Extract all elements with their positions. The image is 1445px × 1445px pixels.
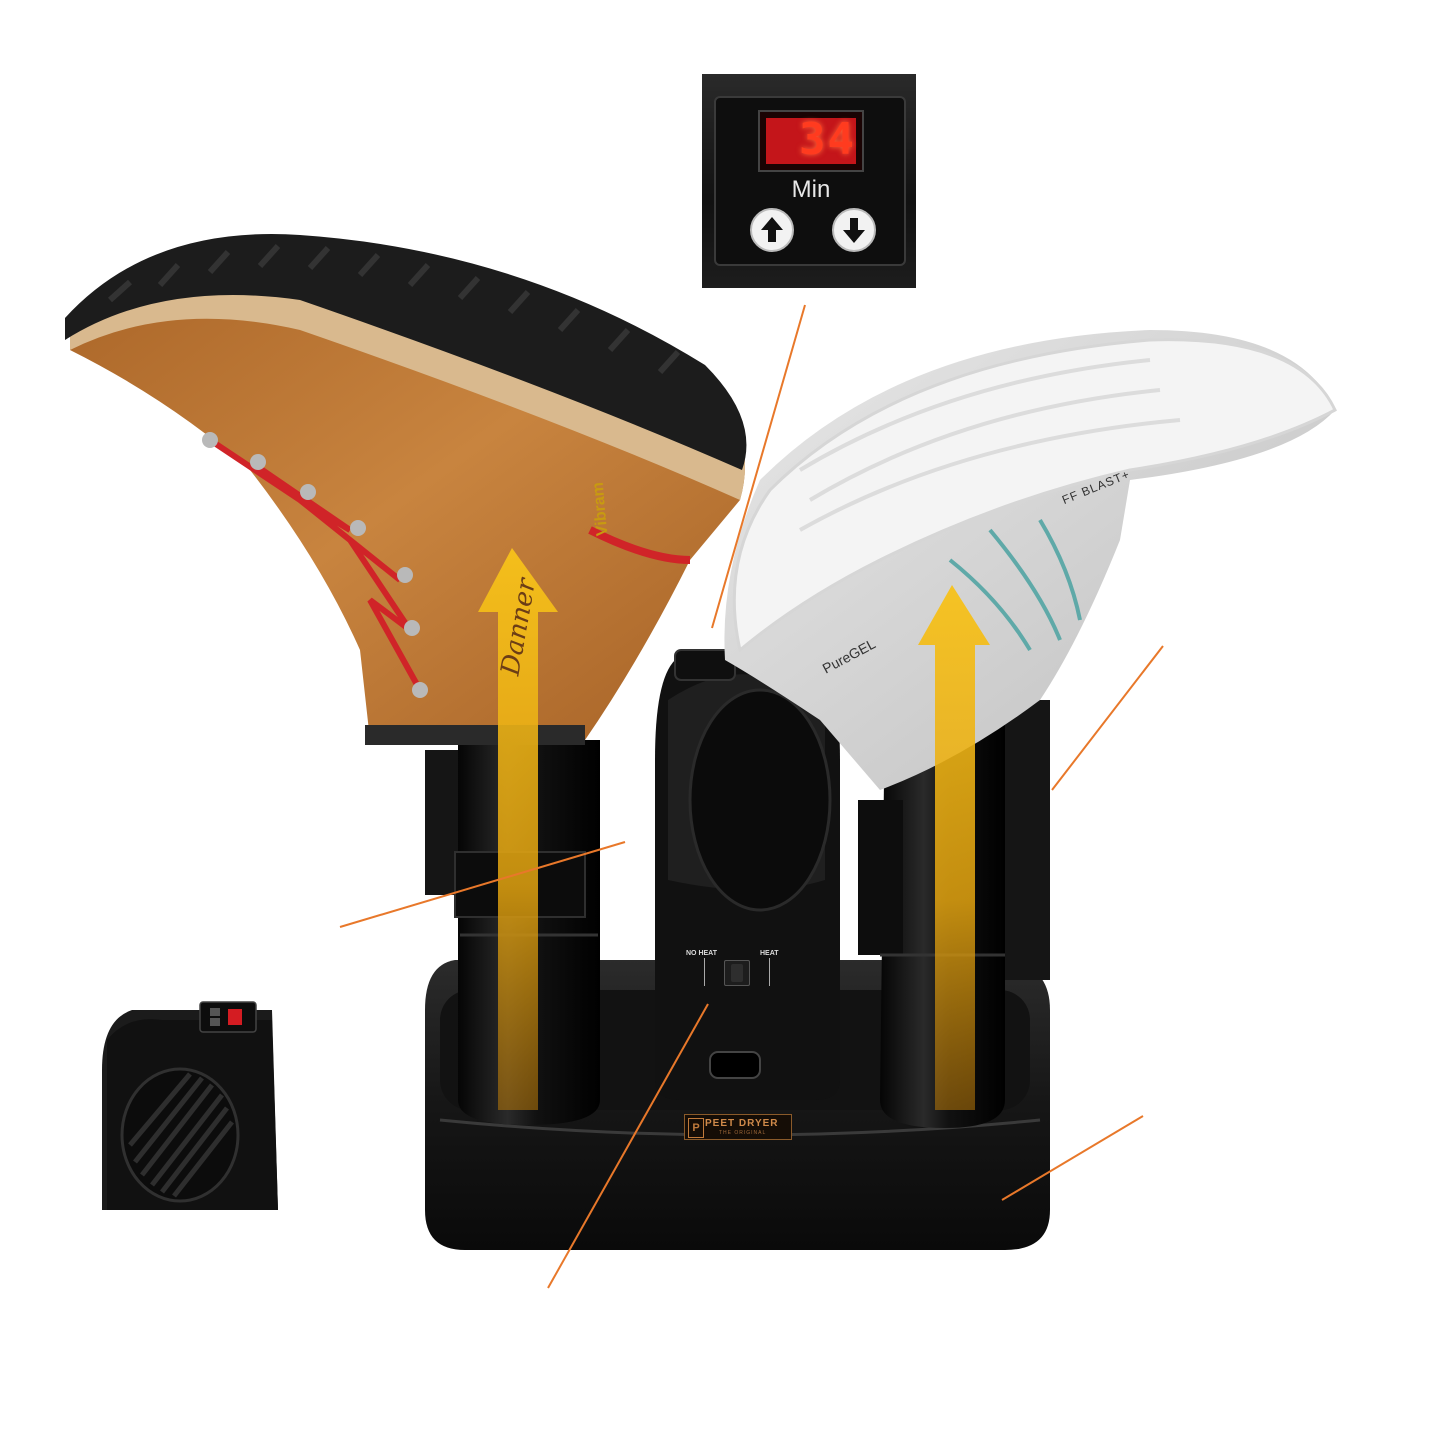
vent-switch-left [210,1008,220,1016]
boot-laces [208,437,423,692]
leader-lines [339,304,1164,1289]
leader-line-base [1001,1115,1144,1201]
brand-name: PEET DRYER [705,1118,779,1129]
heat-switch-label-right: HEAT [760,950,779,957]
heat-switch-panel: NO HEAT HEAT [686,950,786,1000]
timer-panel-face: 34 Min [714,96,906,266]
arrow-down-icon [843,218,865,243]
timer-down-button[interactable] [832,208,876,252]
leader-line-left-tube [339,841,626,928]
vent-power-indicator [228,1009,242,1025]
airflow-arrow-left [478,548,558,1110]
heat-switch-slider[interactable] [724,960,750,986]
heat-switch-label-left: NO HEAT [686,950,717,957]
timer-unit-label: Min [791,176,831,203]
arrow-up-icon [761,217,783,242]
leader-line-right-post [1051,645,1164,791]
brand-logo-icon: P [688,1118,704,1138]
brand-plate: P PEET DRYER THE ORIGINAL [684,1114,792,1140]
fan-housing [655,649,840,1100]
boot-sole-brand-text: Vibram [589,481,612,537]
heat-switch-bracket [704,958,770,986]
timer-lcd: 34 [758,110,864,172]
fan-vent-illustration [102,1001,278,1210]
leader-line-timer [711,304,806,629]
boot-eyelets [202,432,428,698]
hiking-boot [65,234,747,745]
timer-display-value: 34 [799,114,856,165]
rear-right-post [1005,700,1050,980]
airflow-arrow-right [918,585,990,1110]
shoe-overlay-stripes [948,518,1082,652]
leader-line-heat-switch [547,1003,709,1289]
brand-tagline: THE ORIGINAL [719,1130,767,1136]
timer-panel-inset: 34 Min [702,74,916,288]
running-shoe [724,330,1337,790]
fan-vent-inset [102,1000,280,1210]
timer-up-button[interactable] [750,208,794,252]
